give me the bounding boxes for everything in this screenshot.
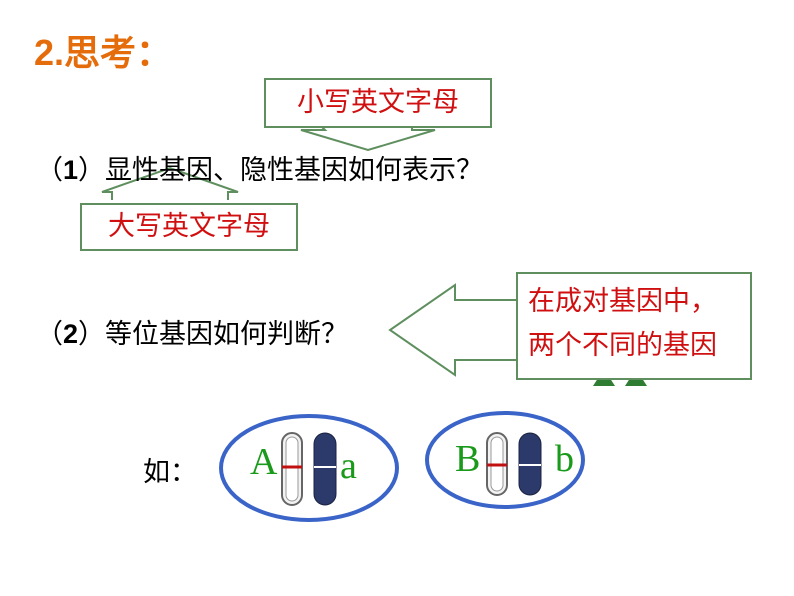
definition-line-1: 在成对基因中， (528, 286, 717, 317)
allele-definition-box: 在成对基因中， 两个不同的基因 (516, 272, 752, 380)
lowercase-answer-box: 小写英文字母 (264, 78, 492, 128)
uppercase-answer-box: 大写英文字母 (80, 203, 298, 251)
left-arrow-icon (388, 283, 516, 377)
question-1-number: 1 (63, 155, 79, 185)
question-1-text: 显性基因、隐性基因如何表示？ (105, 155, 484, 186)
allele-letter-dominant: A (250, 441, 278, 483)
question-2-number: 2 (63, 319, 79, 349)
definition-line-2: 两个不同的基因 (528, 330, 717, 361)
up-arrow-icon (101, 166, 239, 200)
question-1: （1）显性基因、隐性基因如何表示？ (36, 155, 484, 186)
chromosome-dark (313, 432, 337, 506)
allele-letter-recessive: a (340, 445, 357, 487)
allele-letter-recessive: b (555, 438, 574, 480)
example-label: 如： (143, 457, 197, 488)
lowercase-answer-text: 小写英文字母 (297, 87, 459, 118)
allele-pair-ellipse (219, 414, 399, 522)
allele-pair-ellipse (425, 411, 585, 509)
question-2: （2）等位基因如何判断？ (36, 319, 349, 350)
chromosome-light-inner (285, 436, 299, 502)
allele-letter-dominant: B (455, 438, 481, 480)
slide-title: 2.思考： (34, 32, 173, 73)
question-2-text: 等位基因如何判断？ (105, 319, 349, 350)
uppercase-answer-text: 大写英文字母 (108, 211, 270, 242)
